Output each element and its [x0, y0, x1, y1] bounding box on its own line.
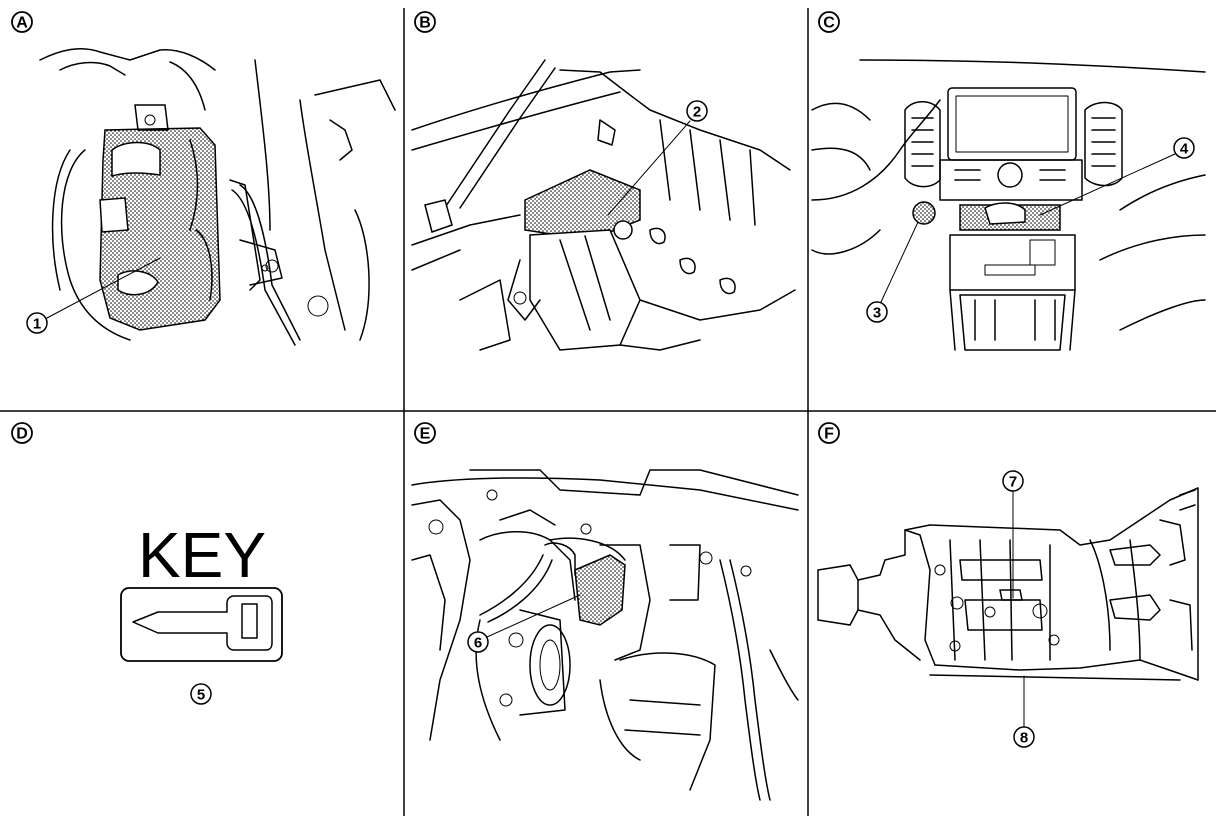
callout-8: 8 [1013, 675, 1035, 748]
panel-grid [0, 8, 1216, 816]
callout-5: 5 [190, 683, 212, 705]
callout-8-label: 8 [1020, 730, 1028, 747]
panel-a-letter-badge: A [11, 11, 33, 33]
callout-1-leader [46, 257, 161, 319]
panel-e-letter-badge: E [414, 422, 436, 444]
panel-d-letter: D [16, 426, 28, 443]
panel-e: E [411, 422, 799, 801]
panel-c-letter: C [823, 15, 835, 32]
callout-6-leader [486, 594, 581, 638]
panel-e-illustration [411, 469, 799, 801]
panel-f-letter: F [824, 426, 834, 443]
panel-a: A [11, 11, 396, 346]
panel-a-letter: A [16, 15, 28, 32]
panel-f: F [817, 422, 1199, 748]
panel-d: D KEY 5 [11, 422, 283, 705]
callout-3-leader [880, 221, 919, 303]
panel-c-illustration [811, 59, 1206, 351]
callout-6: 6 [467, 594, 581, 653]
callout-2-leader [607, 120, 691, 216]
panel-a-illustration [39, 47, 396, 346]
callout-1: 1 [26, 257, 161, 334]
panel-e-letter: E [420, 426, 431, 443]
panel-b-letter-badge: B [414, 11, 436, 33]
callout-1-label: 1 [33, 316, 41, 333]
panel-b-letter: B [419, 15, 431, 32]
callout-6-label: 6 [474, 635, 482, 652]
panel-c-letter-badge: C [818, 11, 840, 33]
key-icon [120, 587, 283, 662]
key-label: KEY [138, 519, 266, 591]
callout-3: 3 [866, 221, 919, 323]
callout-5-label: 5 [197, 687, 205, 704]
callout-4-label: 4 [1180, 141, 1189, 158]
callout-2: 2 [607, 100, 708, 216]
callout-2-label: 2 [693, 104, 701, 121]
panel-d-letter-badge: D [11, 422, 33, 444]
callout-4: 4 [1039, 137, 1195, 216]
panel-b-illustration [411, 59, 796, 351]
panel-b: B [411, 11, 796, 351]
callout-7: 7 [1002, 470, 1024, 599]
callout-4-leader [1039, 153, 1176, 216]
callout-3-label: 3 [873, 305, 881, 322]
panel-f-illustration [817, 487, 1199, 681]
callout-7-label: 7 [1009, 474, 1017, 491]
panel-f-letter-badge: F [818, 422, 840, 444]
panel-c: C [811, 11, 1206, 351]
